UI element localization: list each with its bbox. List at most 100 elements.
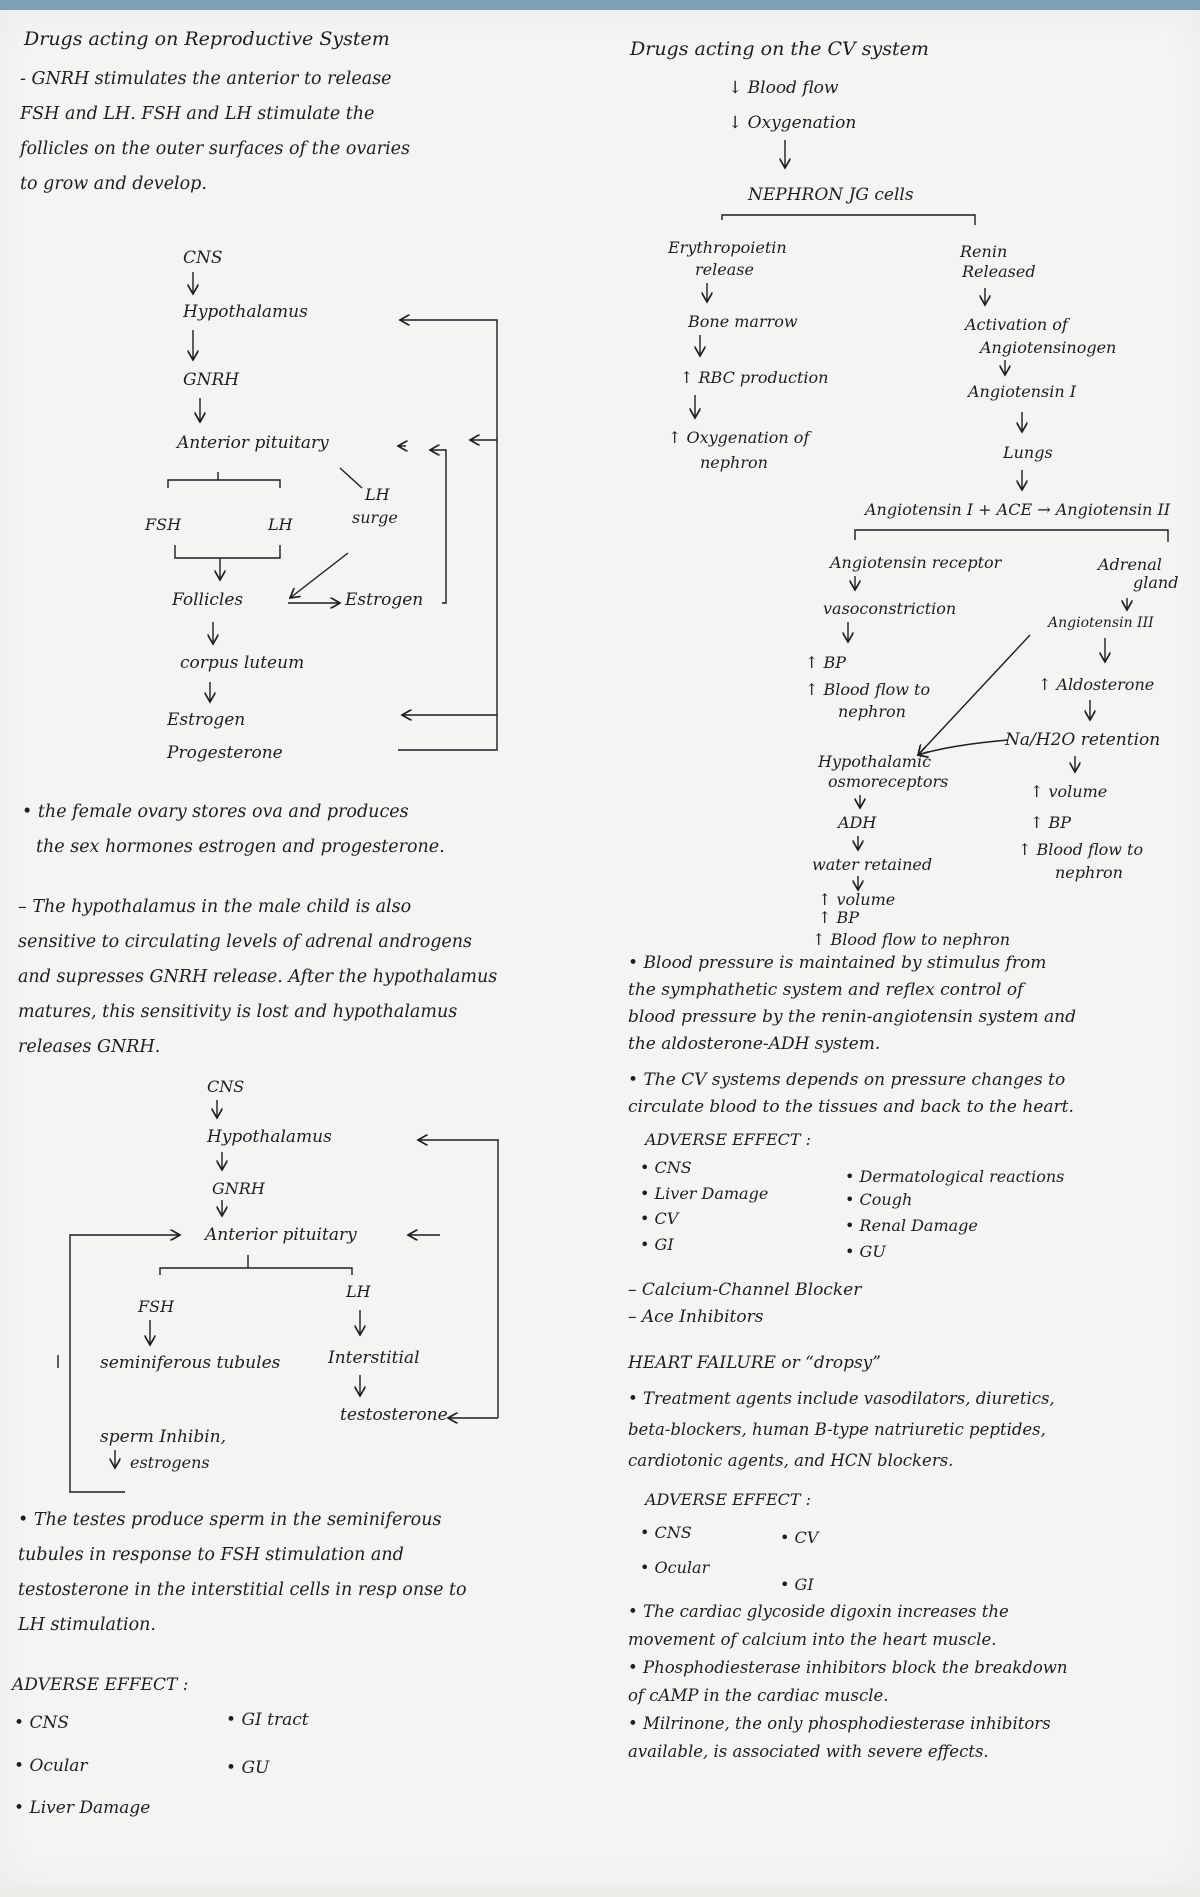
final-line: of cAMP in the cardiac muscle. [628, 1686, 889, 1705]
blood-flow-nephron: ↑ Blood flow to [805, 680, 931, 699]
f-follicles: Follicles [172, 590, 244, 610]
hf-line: beta-blockers, human B-type natriuretic … [628, 1420, 1046, 1439]
m-test-feedback [418, 1140, 499, 1418]
cv-note-line: The CV systems depends on pressure chang… [628, 1067, 1074, 1094]
bp-up: ↑ BP [805, 653, 847, 672]
rbc-label: RBC production [698, 368, 829, 387]
adrenal-bp-label: BP [1048, 813, 1072, 832]
testes-note-line: LH stimulation. [18, 1615, 156, 1635]
m-gnrh: GNRH [212, 1179, 265, 1198]
notebook-page: Drugs acting on Reproductive System - GN… [0, 10, 1200, 1887]
left-adverse-item: Ocular [14, 1756, 87, 1776]
cv-blood-flow: ↓ Blood flow [728, 78, 839, 98]
lungs: Lungs [1003, 443, 1053, 462]
bp-up-label: BP [823, 653, 847, 672]
hf-line: Treatment agents include vasodilators, d… [628, 1383, 1055, 1414]
lh-surge-tick [339, 467, 363, 489]
cv-adverse-item: Cough [845, 1190, 913, 1209]
oxygenation-of-label: Oxygenation of [686, 428, 810, 447]
final-line: Milrinone, the only phosphodiesterase in… [628, 1710, 1068, 1738]
rbc-production: ↑ RBC production [680, 368, 829, 387]
adrenal-flow-2: nephron [1055, 863, 1123, 882]
left-adverse-heading: ADVERSE EFFECT : [12, 1675, 189, 1695]
cv-adverse-item: CNS [640, 1158, 692, 1177]
volume-up: ↑ volume [818, 890, 896, 909]
drug-line: Calcium-Channel Blocker [628, 1280, 861, 1300]
angiotensin-i: Angiotensin I [968, 382, 1077, 401]
m-fsh: FSH [138, 1297, 175, 1316]
bp-note-line: blood pressure by the renin-angiotensin … [628, 1007, 1076, 1027]
male-note-line: and supresses GNRH release. After the hy… [18, 967, 498, 987]
erythropoietin: Erythropoietin [668, 238, 787, 257]
left-title: Drugs acting on Reproductive System [24, 28, 390, 50]
m-testosterone: testosterone [340, 1405, 448, 1425]
hf-adverse-item: CV [780, 1528, 819, 1547]
bp-note-line: the aldosterone-ADH system. [628, 1034, 881, 1054]
cv-adverse-item: CV [640, 1209, 679, 1228]
m-hypothalamus: Hypothalamus [207, 1127, 332, 1147]
blood-flow-nephron-3: ↑ Blood flow to nephron [812, 930, 1011, 949]
water-retained: water retained [812, 855, 933, 874]
cv-blood-flow-label: Blood flow [747, 78, 839, 98]
fsh-lh-bracket [174, 545, 281, 559]
female-note-line: the female ovary stores ova and produces [22, 795, 445, 830]
erythropoietin-release: release [695, 260, 754, 279]
blood-flow-nephron-2: nephron [838, 702, 906, 721]
cv-oxygenation: ↓ Oxygenation [728, 113, 857, 133]
bone-marrow: Bone marrow [688, 312, 798, 331]
nephron-jg: NEPHRON JG cells [748, 185, 914, 205]
angiotensinogen: Angiotensinogen [980, 338, 1117, 357]
final-line: movement of calcium into the heart muscl… [628, 1630, 997, 1649]
adrenal-bp-up: ↑ BP [1030, 813, 1072, 832]
nephron-split [721, 214, 976, 225]
hf-adverse-item: Ocular [640, 1558, 710, 1577]
angiotensin-equation: Angiotensin I + ACE → Angiotensin II [865, 500, 1171, 519]
intro-line: FSH and LH. FSH and LH stimulate the [20, 104, 375, 124]
hf-line: cardiotonic agents, and HCN blockers. [628, 1451, 954, 1470]
hf-adverse-heading: ADVERSE EFFECT : [645, 1490, 812, 1509]
blood-flow-nephron-3-label: Blood flow to nephron [830, 930, 1011, 949]
oxygenation-of: ↑ Oxygenation of [668, 428, 810, 447]
m-cns: CNS [207, 1077, 245, 1096]
renin-released: Released [962, 262, 1036, 281]
f-fsh: FSH [145, 515, 182, 534]
male-hypothalamus-note: The hypothalamus in the male child is al… [18, 890, 497, 1065]
aldosterone-label: Aldosterone [1056, 675, 1155, 694]
testes-note-line: testosterone in the interstitial cells i… [18, 1580, 467, 1600]
adrenal-flow-up: ↑ Blood flow to [1018, 840, 1144, 859]
cv-note-line: circulate blood to the tissues and back … [628, 1097, 1074, 1117]
final-line: available, is associated with severe eff… [628, 1742, 989, 1761]
gnrh-intro-paragraph: - GNRH stimulates the anterior to releas… [20, 62, 410, 202]
top-edge-band [0, 0, 1200, 10]
f-gnrh: GNRH [183, 370, 240, 390]
ang2-split [854, 529, 1169, 542]
ap-split [167, 479, 281, 488]
final-line: Phosphodiesterase inhibitors block the b… [628, 1654, 1068, 1682]
cv-adverse-item: Renal Damage [845, 1216, 978, 1235]
oxygenation-nephron: nephron [700, 453, 768, 472]
hypothalamic: Hypothalamic [818, 752, 932, 771]
estrogen-feedback [430, 450, 447, 604]
blood-flow-nephron-label: Blood flow to [823, 680, 931, 699]
f-lh: LH [268, 515, 293, 534]
m-anterior-pituitary: Anterior pituitary [205, 1225, 357, 1245]
cv-oxygenation-label: Oxygenation [747, 113, 857, 133]
male-note-line: releases GNRH. [18, 1037, 161, 1057]
volume-up-label: volume [836, 890, 896, 909]
bp-note-line: Blood pressure is maintained by stimulus… [628, 950, 1076, 977]
cv-adverse-heading: ADVERSE EFFECT : [645, 1130, 812, 1149]
right-title: Drugs acting on the CV system [630, 38, 929, 60]
f-cns: CNS [183, 248, 223, 268]
cv-adverse-item: GI [640, 1235, 674, 1254]
osmoreceptors: osmoreceptors [828, 772, 949, 791]
m-sperm-inhibin: sperm Inhibin, [100, 1427, 227, 1447]
m-estrogens: estrogens [130, 1453, 210, 1472]
na-to-osmo [918, 739, 1009, 755]
bp2-up-label: BP [836, 908, 860, 927]
adrenal-flow-label: Blood flow to [1036, 840, 1144, 859]
hf-adverse-item: GI [780, 1575, 814, 1594]
male-note-line: The hypothalamus in the male child is al… [18, 890, 497, 925]
final-notes: The cardiac glycoside digoxin increases … [628, 1598, 1068, 1766]
adrenal: Adrenal [1098, 555, 1162, 574]
m-lh: LH [346, 1282, 371, 1301]
